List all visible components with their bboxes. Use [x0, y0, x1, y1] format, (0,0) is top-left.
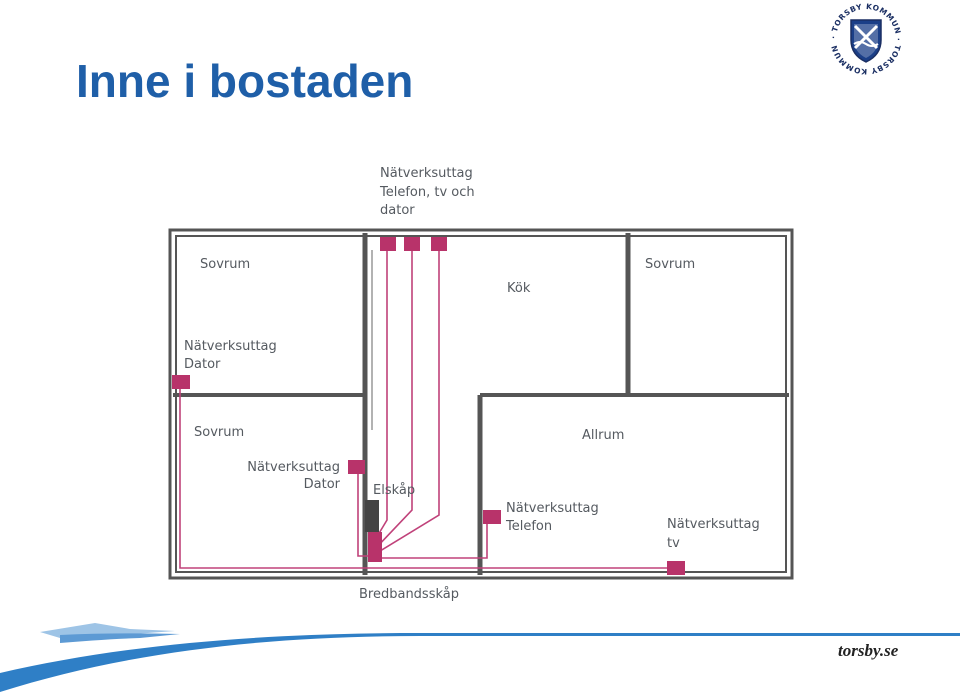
network-outlet-dator-top — [172, 375, 190, 389]
label-elskap: Elskåp — [373, 483, 415, 498]
network-outlet-telefon — [483, 510, 501, 524]
network-outlet-tv — [667, 561, 685, 575]
label-outlet-tv-1: Nätverksuttag — [667, 517, 760, 532]
broadband-cabinet — [368, 532, 382, 562]
network-outlet-top-1 — [380, 237, 396, 251]
room-label-sovrum-right: Sovrum — [645, 257, 695, 272]
label-top-outlets-2: Telefon, tv och — [379, 185, 475, 200]
electric-cabinet — [365, 500, 379, 532]
label-outlet-dator-mid-1: Nätverksuttag — [247, 460, 340, 475]
label-top-outlets-3: dator — [380, 203, 415, 218]
network-outlet-top-3 — [431, 237, 447, 251]
label-outlet-telefon-1: Nätverksuttag — [506, 501, 599, 516]
room-label-allrum: Allrum — [582, 428, 624, 443]
torsby-kommun-logo: · TORSBY KOMMUN · TORSBY KOMMUN — [828, 1, 904, 77]
page-title: Inne i bostaden — [76, 55, 414, 107]
label-top-outlets-1: Nätverksuttag — [380, 166, 473, 181]
footer-site[interactable]: torsby.se — [838, 641, 899, 660]
label-bredbandsskap: Bredbandsskåp — [359, 587, 459, 602]
label-outlet-tv-2: tv — [667, 536, 680, 551]
network-outlet-top-2 — [404, 237, 420, 251]
label-outlet-dator-top-1: Nätverksuttag — [184, 339, 277, 354]
label-outlet-dator-mid-2: Dator — [304, 477, 341, 492]
label-outlet-telefon-2: Telefon — [505, 519, 552, 534]
room-label-kok: Kök — [507, 281, 531, 296]
network-cables — [179, 244, 676, 569]
room-label-sovrum-top: Sovrum — [200, 257, 250, 272]
walls — [168, 228, 794, 580]
network-outlet-dator-mid — [348, 460, 365, 474]
label-outlet-dator-top-2: Dator — [184, 357, 221, 372]
footer-swoosh — [0, 623, 960, 692]
room-label-sovrum-bottom: Sovrum — [194, 425, 244, 440]
